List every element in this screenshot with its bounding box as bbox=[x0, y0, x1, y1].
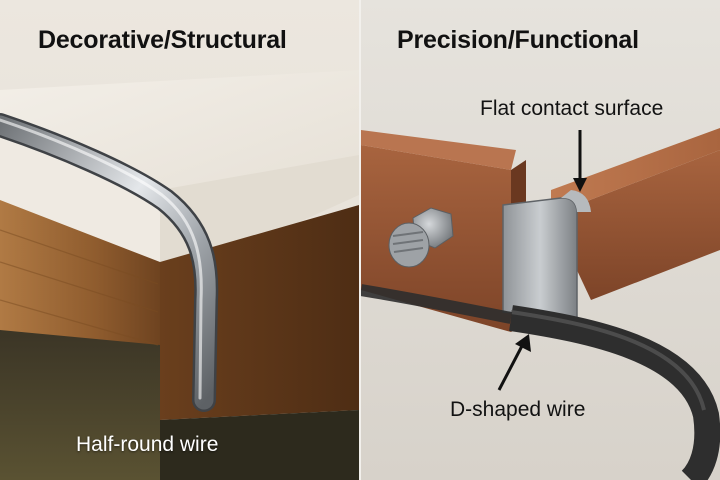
label-half-round-wire: Half-round wire bbox=[76, 433, 219, 456]
right-panel-precision: Precision/Functional Flat contact surfac… bbox=[361, 0, 720, 480]
panel-divider bbox=[359, 0, 361, 480]
arrow-d-shaped bbox=[497, 343, 525, 391]
bracket-assembly-photo bbox=[361, 0, 720, 480]
heading-precision-functional: Precision/Functional bbox=[397, 26, 639, 54]
heading-decorative-structural: Decorative/Structural bbox=[38, 26, 287, 54]
label-flat-contact-surface: Flat contact surface bbox=[480, 97, 664, 120]
left-panel-decorative: Decorative/Structural Half-round wire bbox=[0, 0, 359, 480]
furniture-edge-photo bbox=[0, 0, 359, 480]
label-d-shaped-wire: D-shaped wire bbox=[450, 398, 586, 421]
